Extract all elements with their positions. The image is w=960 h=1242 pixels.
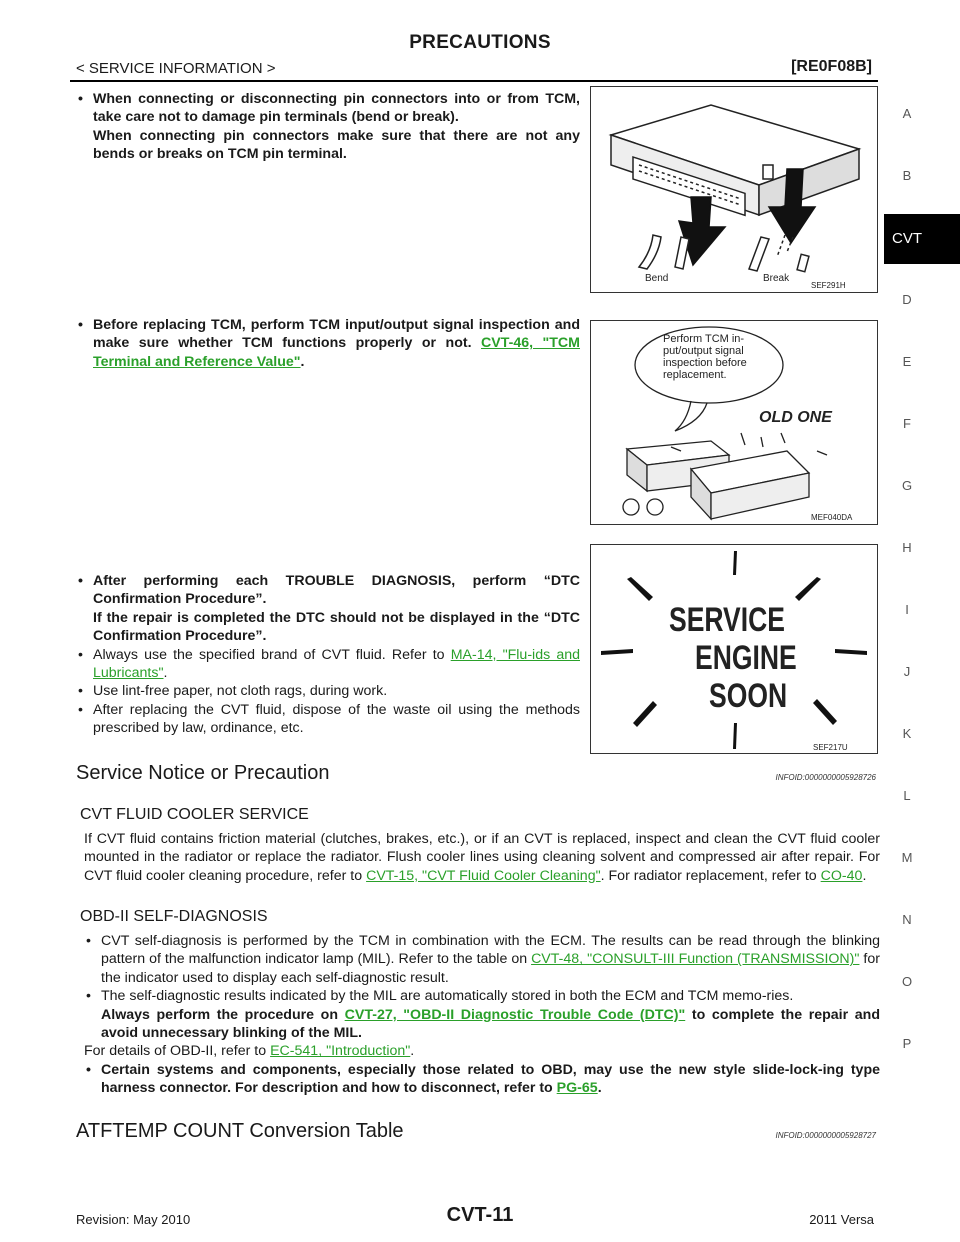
engine-text: ENGINE bbox=[695, 639, 797, 677]
info-id-1: INFOID:0000000005928726 bbox=[775, 773, 876, 782]
co-40-link[interactable]: CO-40 bbox=[820, 867, 863, 884]
obd-bullet-1: CVT self-diagnosis is performed by the T… bbox=[101, 933, 880, 968]
index-k[interactable]: K bbox=[902, 726, 912, 741]
index-e[interactable]: E bbox=[902, 354, 912, 369]
tcm-inspection-illustration bbox=[622, 326, 828, 521]
index-p[interactable]: P bbox=[902, 1036, 912, 1051]
figure-code-2: MEF040DA bbox=[811, 513, 853, 522]
index-h[interactable]: H bbox=[902, 540, 912, 555]
page-title: PRECAUTIONS bbox=[409, 32, 551, 53]
bend-label: Bend bbox=[645, 273, 669, 284]
obd-bullet-2: The self-diagnostic results indicated by… bbox=[101, 988, 794, 1005]
model-code: [RE0F08B] bbox=[791, 58, 872, 75]
figure-tcm-pins: Bend Break SEF291H bbox=[590, 86, 878, 293]
figure-code-1: SEF291H bbox=[811, 281, 846, 290]
tail-dot-2: . bbox=[163, 665, 168, 682]
footer-revision: Revision: May 2010 bbox=[76, 1212, 191, 1227]
index-a[interactable]: A bbox=[902, 106, 912, 121]
bubble-line-2: put/output signal bbox=[663, 345, 744, 357]
index-d[interactable]: D bbox=[902, 292, 912, 307]
footer-model: 2011 Versa bbox=[809, 1212, 874, 1227]
cooler-mid: . For radiator replacement, refer to bbox=[600, 867, 817, 884]
header-rule bbox=[70, 80, 878, 82]
cooler-heading: CVT FLUID COOLER SERVICE bbox=[80, 806, 309, 823]
lint-free-note: Use lint-free paper, not cloth rags, dur… bbox=[93, 683, 388, 700]
connector-check: When connecting pin connectors make sure… bbox=[93, 127, 580, 163]
ec-541-link[interactable]: EC-541, "Introduction" bbox=[270, 1043, 411, 1060]
old-one-label: OLD ONE bbox=[759, 409, 832, 426]
index-m[interactable]: M bbox=[901, 850, 913, 865]
section-heading-atftemp: ATFTEMP COUNT Conversion Table bbox=[76, 1120, 404, 1142]
dtc-repeat-note: If the repair is completed the DTC shoul… bbox=[93, 609, 580, 645]
fluids-link[interactable]: MA-14, "Flu-ids and Lubricants" bbox=[93, 646, 580, 682]
obd-bold-pre: Always perform the procedure on bbox=[101, 1006, 338, 1023]
obd-bullet-3: Certain systems and components, especial… bbox=[101, 1061, 880, 1097]
waste-oil-note: After replacing the CVT fluid, dispose o… bbox=[93, 701, 580, 737]
precaution-block-2: •Before replacing TCM, perform TCM input… bbox=[78, 317, 580, 370]
tcm-connector-illustration bbox=[608, 104, 862, 273]
precaution-block-3: •After performing each TROUBLE DIAGNOSIS… bbox=[78, 573, 580, 737]
figure-service-engine-soon: SERVICE ENGINE SOON SEF217U bbox=[590, 544, 878, 754]
index-n[interactable]: N bbox=[902, 912, 912, 927]
soon-text: SOON bbox=[709, 677, 788, 715]
obd-section: •CVT self-diagnosis is performed by the … bbox=[84, 933, 880, 1097]
index-b[interactable]: B bbox=[902, 168, 912, 183]
figure-tcm-inspection: Perform TCM in- put/output signal inspec… bbox=[590, 320, 878, 525]
obd-bullet-1-end: for the indicator used to display each s… bbox=[101, 951, 880, 986]
section-heading-service-notice: Service Notice or Precaution bbox=[76, 762, 330, 784]
index-j[interactable]: J bbox=[903, 664, 911, 679]
mil-lamp-illustration bbox=[601, 551, 867, 749]
precaution-block-1: •When connecting or disconnecting pin co… bbox=[78, 91, 580, 163]
connector-warning: When connecting or disconnecting pin con… bbox=[93, 91, 580, 126]
cooler-paragraph: If CVT fluid contains friction material … bbox=[84, 830, 880, 885]
obd-bold-end: to complete the repair and avoid unneces… bbox=[101, 1006, 880, 1042]
obd-details-end: . bbox=[410, 1043, 415, 1060]
active-section-tab[interactable]: CVT bbox=[884, 214, 960, 264]
cooler-cleaning-link[interactable]: CVT-15, "CVT Fluid Cooler Cleaning" bbox=[366, 867, 601, 884]
service-text: SERVICE bbox=[669, 601, 785, 639]
cooler-text: If CVT fluid contains friction material … bbox=[84, 831, 880, 884]
bubble-line-4: replacement. bbox=[663, 369, 727, 381]
tcm-replace-note: Before replacing TCM, perform TCM input/… bbox=[93, 317, 580, 352]
pg-65-link[interactable]: PG-65 bbox=[556, 1080, 598, 1097]
bubble-line-1: Perform TCM in- bbox=[663, 333, 745, 345]
tcm-terminal-link[interactable]: CVT-46, "TCM Terminal and Reference Valu… bbox=[93, 335, 580, 370]
consult-iii-link[interactable]: CVT-48, "CONSULT-III Function (TRANSMISS… bbox=[531, 951, 860, 968]
footer-page-number: CVT-11 bbox=[446, 1204, 514, 1226]
figure-code-3: SEF217U bbox=[813, 743, 848, 752]
obd-heading: OBD-II SELF-DIAGNOSIS bbox=[80, 908, 268, 925]
info-id-2: INFOID:0000000005928727 bbox=[775, 1131, 876, 1140]
index-i[interactable]: I bbox=[905, 602, 909, 617]
cvt-fluid-note: Always use the specified brand of CVT fl… bbox=[93, 646, 445, 663]
obd-details: For details of OBD-II, refer to bbox=[84, 1043, 267, 1060]
tail-dot: . bbox=[300, 353, 305, 370]
bubble-line-3: inspection before bbox=[663, 357, 747, 369]
speech-bubble: Perform TCM in- put/output signal inspec… bbox=[663, 333, 747, 381]
index-f[interactable]: F bbox=[903, 416, 911, 431]
section-label: < SERVICE INFORMATION > bbox=[76, 60, 276, 77]
dtc-confirm-note: After performing each TROUBLE DIAGNOSIS,… bbox=[93, 573, 580, 608]
index-o[interactable]: O bbox=[901, 974, 913, 989]
obd-dtc-link[interactable]: CVT-27, "OBD-II Diagnostic Trouble Code … bbox=[344, 1006, 686, 1023]
index-g[interactable]: G bbox=[901, 478, 913, 493]
cooler-end: . bbox=[862, 867, 867, 884]
index-l[interactable]: L bbox=[903, 788, 911, 803]
break-label: Break bbox=[763, 273, 790, 284]
obd-bullet-3-end: . bbox=[597, 1080, 602, 1097]
